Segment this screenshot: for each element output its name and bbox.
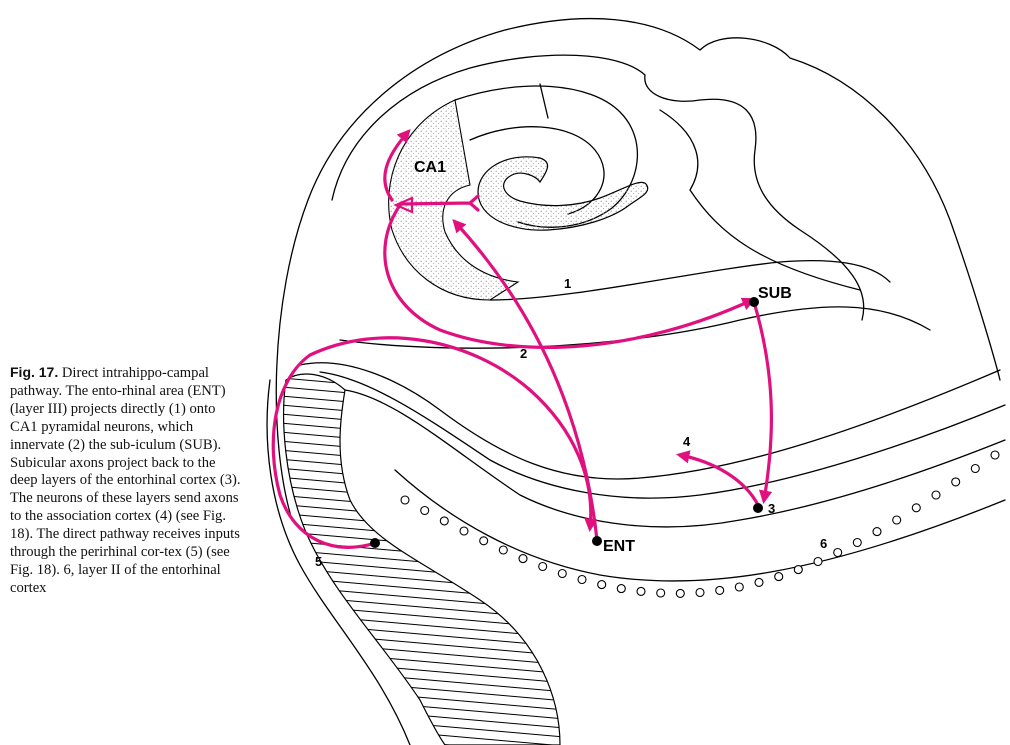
dentate-gyrus (478, 157, 648, 230)
subiculum-upper-layer (490, 261, 890, 300)
layer-ii-island (519, 555, 527, 563)
layer-ii-island (814, 558, 822, 566)
layer-ii-island (716, 586, 724, 594)
layer-ii-island (598, 581, 606, 589)
label-pathway-4: 4 (683, 434, 691, 449)
layer-ii-island (834, 549, 842, 557)
layer-ii-island (873, 528, 881, 536)
layer-ii-island (775, 573, 783, 581)
ent-neuron-dot (592, 536, 602, 546)
layer-ii-island (696, 589, 704, 597)
pathway-arrows (273, 132, 771, 547)
layer-ii-island (893, 516, 901, 524)
layer-ii-island (971, 465, 979, 473)
layer-ii-island (440, 517, 448, 525)
pathway-3-sub-to-ent (754, 302, 771, 500)
layer-ii-island (952, 478, 960, 486)
layer-ii-cell-islands (401, 451, 999, 597)
label-pathway-3: 3 (768, 501, 775, 516)
label-sub: SUB (758, 285, 792, 302)
label-layer-6: 6 (820, 536, 827, 551)
layer-ii-island (460, 527, 468, 535)
layer-ii-island (480, 537, 488, 545)
layer-ii-island (401, 496, 409, 504)
label-pathway-1: 1 (564, 276, 571, 291)
layer-ii-island (617, 585, 625, 593)
layer-ii-island (657, 589, 665, 597)
layer-ii-island (755, 578, 763, 586)
layer-ii-island (676, 589, 684, 597)
entorhinal-inner-layer (345, 390, 1005, 527)
mid-fold-outline (660, 110, 860, 290)
label-pathway-2: 2 (520, 346, 527, 361)
label-ent: ENT (603, 538, 635, 555)
layer-ii-island (853, 539, 861, 547)
layer-ii-island (735, 583, 743, 591)
layer-ii-island (794, 566, 802, 574)
layer-ii-island (637, 587, 645, 595)
layer-ii-island (912, 504, 920, 512)
deep-layer-neuron-dot (753, 503, 763, 513)
layer-ii-island (558, 570, 566, 578)
layer-ii-island (421, 507, 429, 515)
layer-ii-island (932, 491, 940, 499)
entorhinal-mid-layer (320, 372, 1005, 498)
label-pathway-5: 5 (315, 554, 322, 569)
layer-ii-island (539, 563, 547, 571)
layer-ii-island (499, 546, 507, 554)
entorhinal-outer-layer (300, 363, 1000, 479)
perirhinal-neuron-dot (370, 538, 380, 548)
layer-ii-island (991, 451, 999, 459)
pathway-4-to-association-cortex (680, 455, 758, 505)
layer-ii-island (578, 576, 586, 584)
label-ca1: CA1 (414, 159, 446, 176)
outer-hemisphere-outline (276, 19, 1000, 520)
ca-division-line (540, 84, 548, 118)
